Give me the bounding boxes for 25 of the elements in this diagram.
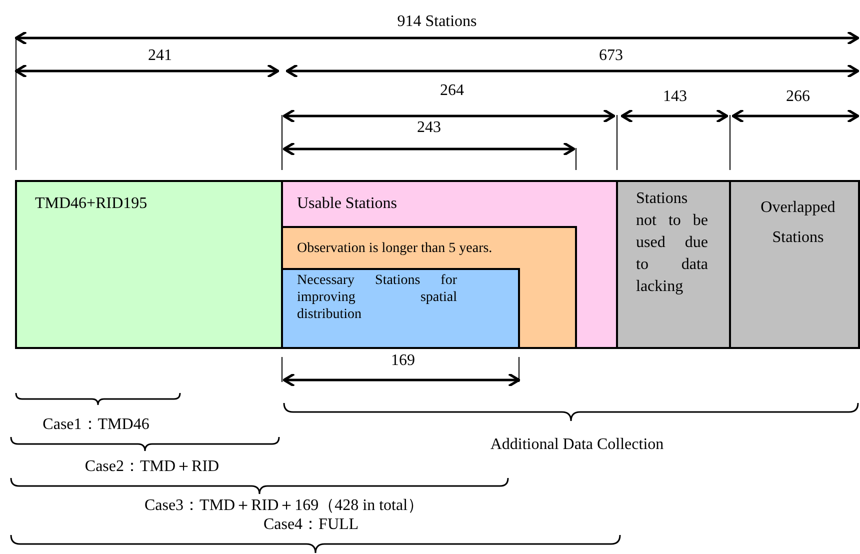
dimension-label: 264 (440, 82, 464, 100)
box-label: Overlapped Stations (760, 198, 836, 248)
category-box (281, 268, 520, 349)
case-label: Additional Data Collection (490, 436, 664, 454)
category-box (281, 180, 618, 349)
category-box (15, 180, 283, 349)
case-label: Case2：TMD＋RID (84, 458, 220, 476)
dimension-label: 169 (391, 352, 415, 370)
dimension-label: 241 (148, 47, 172, 65)
case-label: Case4：FULL (263, 516, 359, 534)
dimension-label: 243 (417, 119, 441, 137)
box-label: Observation is longer than 5 years. (297, 240, 494, 258)
category-box (616, 180, 731, 349)
case-label: Case1：TMD46 (42, 416, 150, 434)
category-box (281, 226, 577, 349)
dimension-label: 266 (786, 88, 810, 106)
box-label: TMD46+RID195 (35, 194, 148, 214)
box-label: Stations not to be used due to data lacking (636, 189, 708, 297)
dimension-label: 673 (599, 47, 623, 65)
dimension-label: 143 (663, 88, 687, 106)
case-label: Case3：TMD＋RID＋169（428 in total） (144, 497, 424, 515)
box-label: Usable Stations (297, 194, 398, 214)
box-label: Necessary Stations for improving spatial distribution (297, 272, 457, 323)
category-box (729, 180, 860, 349)
dimension-label: 914 Stations (397, 13, 477, 31)
